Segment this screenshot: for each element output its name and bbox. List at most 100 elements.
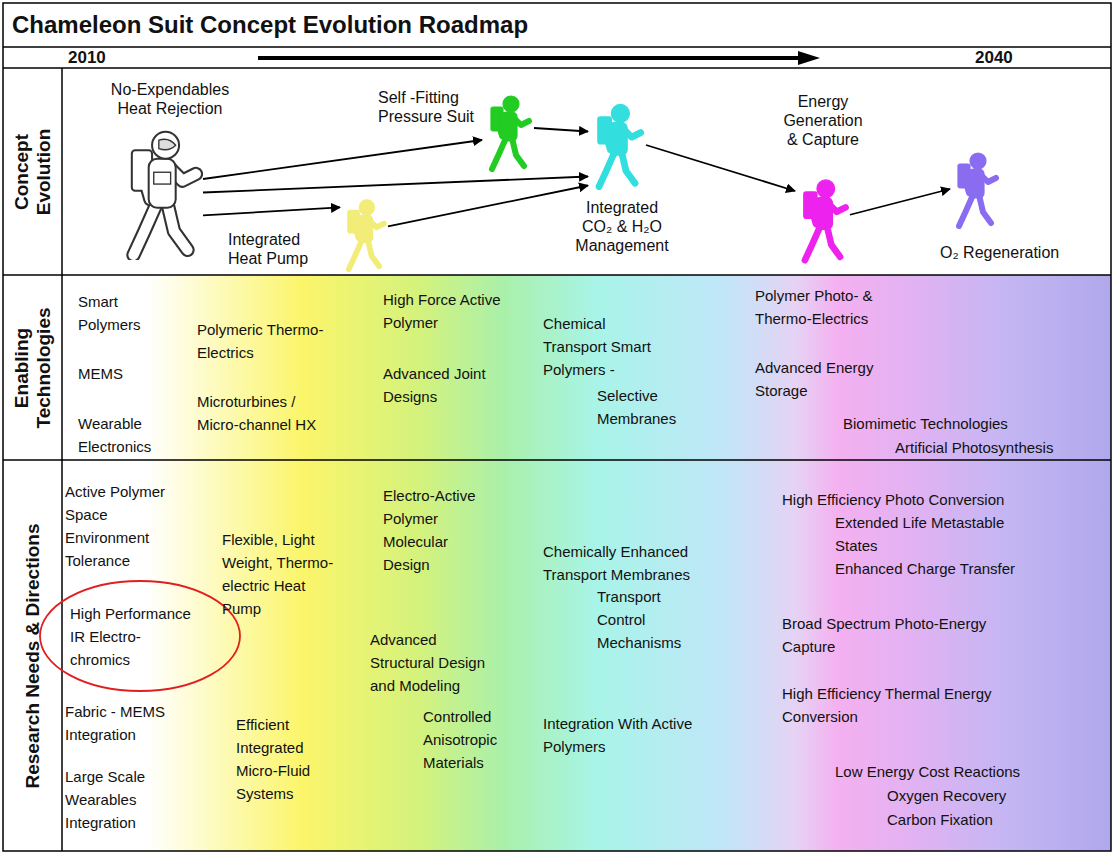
roadmap-item: Advanced Joint Designs [383, 362, 493, 408]
suit-torso [501, 112, 517, 141]
concept-suit-figure: Integrated CO₂ & H₂O Management [588, 100, 646, 190]
roadmap-item: High Efficiency Photo Conversion [782, 488, 1102, 511]
astronaut-figure [950, 148, 1000, 230]
roadmap-item: Microturbines / Micro-channel HX [197, 390, 337, 436]
outer-border [3, 3, 1111, 851]
suit-limb [827, 226, 840, 257]
roadmap-item: Artificial Photosynthesis [895, 436, 1105, 459]
roadmap-row-band: Enabling Technologies Smart PolymersMEMS W… [3, 275, 1111, 460]
roadmap-item: Efficient Integrated Micro-Fluid Systems [236, 713, 331, 805]
row-heading: Concept Evolution [11, 117, 55, 227]
astronaut-figure [118, 125, 203, 260]
row-rule [3, 459, 1111, 461]
suit-limb [959, 195, 973, 226]
suit-limb [599, 152, 615, 187]
concept-label: Integrated Heat Pump [228, 230, 328, 268]
diagram-title: Chameleon Suit Concept Evolution Roadmap [12, 11, 528, 39]
roadmap-item: Enhanced Charge Transfer [835, 557, 1085, 580]
suit-limb [492, 138, 506, 169]
astronaut-figure [588, 100, 646, 190]
concept-label: No-Expendables Heat Rejection [100, 80, 240, 118]
suit-limb [979, 195, 991, 223]
roadmap-item: Electro-Active Polymer Molecular Design [383, 484, 488, 576]
suit-torso [149, 159, 176, 208]
concept-suit-figure: Energy Generation & Capture [795, 172, 850, 267]
roadmap-item: Smart Polymers [78, 290, 168, 336]
roadmap-item: Selective Membranes [597, 384, 697, 430]
suit-helmet [503, 96, 519, 112]
suit-limb-outline [167, 203, 187, 250]
suit-limb [167, 203, 187, 250]
concept-suit-figure: Integrated Heat Pump [340, 196, 388, 272]
roadmap-item: Fabric - MEMS Integration [65, 700, 180, 746]
suit-limb [349, 240, 362, 269]
row-rule [3, 67, 1111, 69]
suit-limb [805, 226, 820, 260]
suit-torso [357, 215, 372, 243]
suit-helmet [970, 153, 986, 169]
highlight-ellipse [40, 581, 240, 691]
evolution-arrow [850, 189, 950, 215]
roadmap-item: Chemically Enhanced Transport Membranes [543, 540, 703, 586]
suit-torso [609, 123, 627, 156]
roadmap-row-band: Research Needs & Directions Active Polyme… [3, 460, 1111, 851]
astronaut-figure [482, 92, 534, 172]
suit-torso [815, 198, 833, 230]
suit-helmet [817, 180, 835, 198]
roadmap-item: Chemical Transport Smart Polymers - [543, 312, 665, 381]
roadmap-item: Advanced Energy Storage [755, 356, 895, 402]
evolution-arrow [203, 177, 588, 193]
evolution-arrow [203, 140, 482, 179]
evolution-arrow [646, 145, 795, 191]
suit-visor [159, 139, 176, 150]
roadmap-item: Oxygen Recovery [887, 784, 1087, 807]
roadmap-item: Wearable Electronics [78, 412, 168, 458]
evolution-arrow [534, 128, 588, 132]
roadmap-item: High Force Active Polymer [383, 288, 503, 334]
roadmap-item: High Efficiency Thermal Energy Conversio… [782, 682, 1012, 728]
rainbow-ground [62, 275, 1111, 851]
timeline-arrow-head [798, 51, 820, 65]
concept-suit-figure: No-Expendables Heat Rejection [118, 125, 203, 260]
roadmap-item: Polymeric Thermo-Electrics [197, 318, 327, 364]
concept-label: Integrated CO₂ & H₂O Management [572, 198, 672, 255]
roadmap-item: Polymer Photo- & Thermo-Electrics [755, 284, 905, 330]
evolution-arrow [388, 186, 588, 227]
suit-helmet [359, 200, 374, 215]
suit-limb [368, 240, 379, 267]
suit-limb [512, 138, 524, 166]
concept-label: Self -Fitting Pressure Suit [378, 88, 480, 126]
concept-label: O₂ Regeneration [940, 243, 1100, 262]
concept-suit-figure: Self -Fitting Pressure Suit [482, 92, 534, 172]
evolution-arrow [203, 207, 340, 215]
timeline-arrow-shaft [258, 56, 800, 60]
roadmap-item: MEMS [78, 362, 168, 385]
suit-limb-outline [134, 203, 158, 255]
roadmap-item: Low Energy Cost Reactions [835, 760, 1095, 783]
roadmap-item: Biomimetic Technologies [843, 412, 1063, 435]
suit-limb [622, 152, 636, 184]
astronaut-figure [340, 196, 388, 272]
row-rule [3, 274, 1111, 276]
roadmap-item: Transport Control Mechanisms [597, 585, 689, 654]
roadmap-item: High Performance IR Electro- chromics [70, 602, 205, 671]
roadmap-item: Carbon Fixation [887, 808, 1087, 831]
roadmap-item: Controlled Anisotropic Materials [423, 705, 523, 774]
roadmap-item: Flexible, Light Weight, Thermo- electric… [222, 528, 344, 620]
row-heading: Research Needs & Directions [22, 466, 44, 846]
suit-helmet [611, 105, 629, 123]
roadmap-item: Extended Life Metastable States [835, 511, 1020, 557]
roadmap-item: Advanced Structural Design and Modeling [370, 628, 495, 697]
roadmap-item: Large Scale Wearables Integration [65, 765, 165, 834]
suit-helmet [152, 132, 179, 159]
suit-limb [134, 203, 158, 255]
concept-label: Energy Generation & Capture [778, 92, 868, 149]
astronaut-figure [795, 172, 850, 267]
roadmap-item: Active Polymer Space Environment Toleran… [65, 480, 183, 572]
row-heading: Enabling Technologies [11, 298, 55, 438]
suit-torso [968, 169, 984, 198]
row-rule [3, 46, 1111, 48]
concept-suit-figure: O₂ Regeneration [950, 148, 1000, 230]
